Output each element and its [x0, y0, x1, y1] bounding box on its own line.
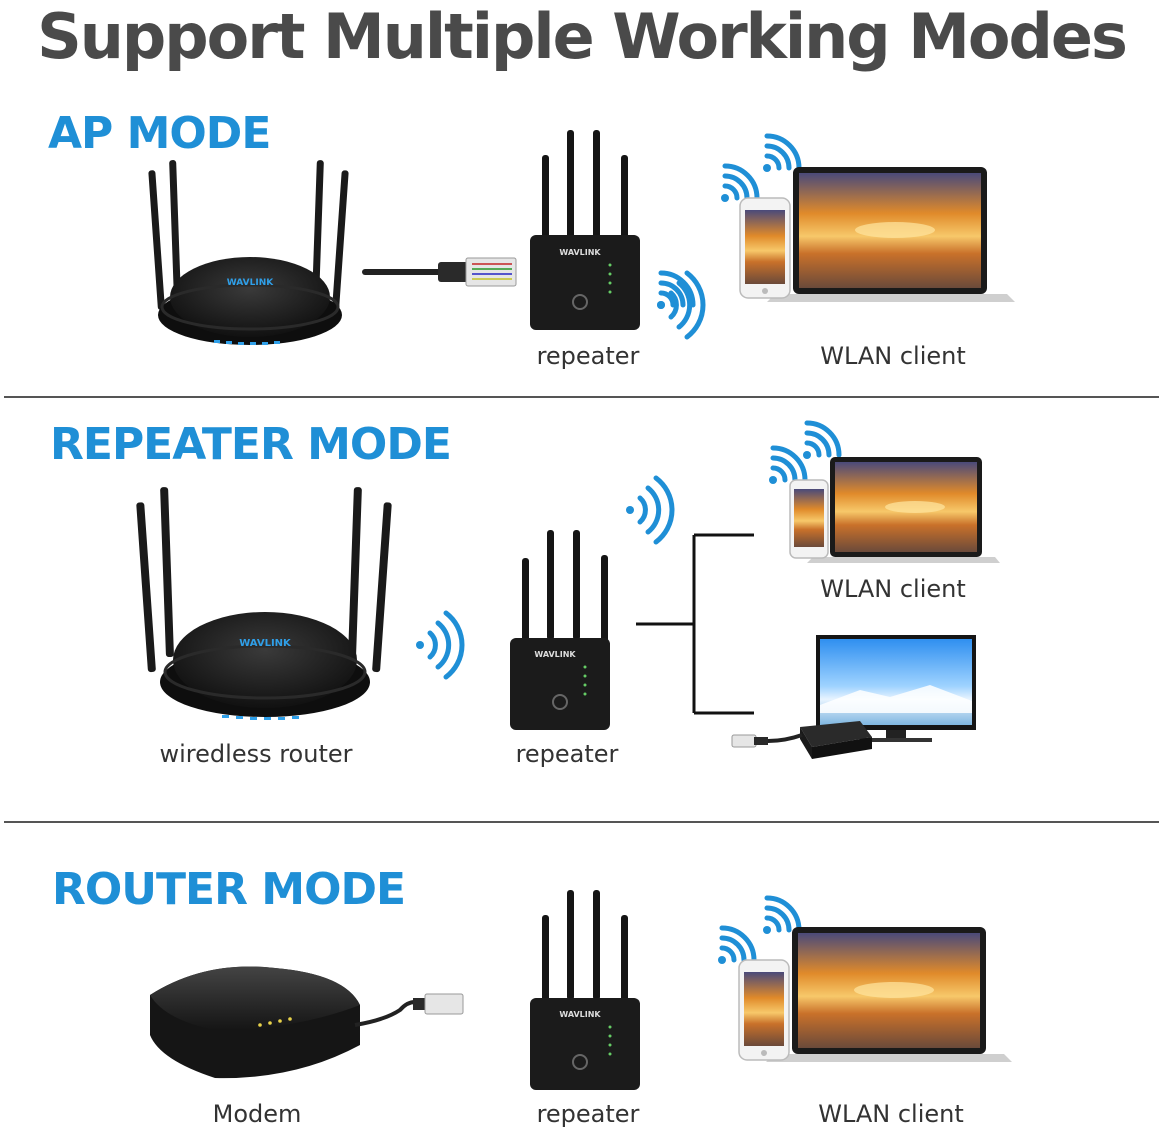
router-modem-label: Modem — [212, 1100, 302, 1128]
tv-icon — [731, 635, 976, 759]
ap-repeater-label: repeater — [536, 342, 640, 370]
ap-mode-title: AP MODE — [48, 108, 271, 159]
router-brand-logo: WAVLINK — [227, 278, 274, 288]
section-divider — [4, 396, 1159, 398]
branch-connector — [636, 533, 754, 715]
router-brand-logo: WAVLINK — [239, 638, 292, 649]
set-top-box-icon — [800, 721, 872, 759]
repeater-router-label: wiredless router — [159, 740, 353, 768]
laptop-icon — [712, 890, 1012, 1062]
ethernet-cable-icon — [354, 993, 464, 1027]
ethernet-cable-icon — [362, 257, 517, 287]
repeater-brand-logo: WAVLINK — [534, 650, 576, 659]
router-client-label: WLAN client — [818, 1100, 964, 1128]
repeater-icon: WAVLINK — [510, 530, 610, 730]
laptop-icon — [715, 130, 1015, 302]
repeater-icon: WAVLINK — [530, 890, 640, 1090]
router-icon: WAVLINK — [148, 160, 349, 345]
router-mode-title: ROUTER MODE — [52, 864, 406, 915]
router-icon: WAVLINK — [136, 487, 392, 720]
ethernet-cable-icon — [731, 733, 803, 748]
laptop-icon — [765, 425, 1000, 563]
wifi-signal-icon — [656, 265, 706, 345]
repeater-icon: WAVLINK — [530, 130, 640, 330]
section-divider — [4, 821, 1159, 823]
page-title: Support Multiple Working Modes — [37, 0, 1128, 73]
repeater-brand-logo: WAVLINK — [559, 1010, 601, 1019]
router-repeater-label: repeater — [536, 1100, 640, 1128]
repeater-repeater-label: repeater — [515, 740, 619, 768]
wifi-signal-icon — [415, 605, 465, 685]
modem-icon — [150, 966, 464, 1079]
repeater-brand-logo: WAVLINK — [559, 248, 601, 257]
repeater-mode-title: REPEATER MODE — [50, 419, 452, 470]
ap-client-label: WLAN client — [820, 342, 966, 370]
repeater-client-label: WLAN client — [820, 575, 966, 603]
